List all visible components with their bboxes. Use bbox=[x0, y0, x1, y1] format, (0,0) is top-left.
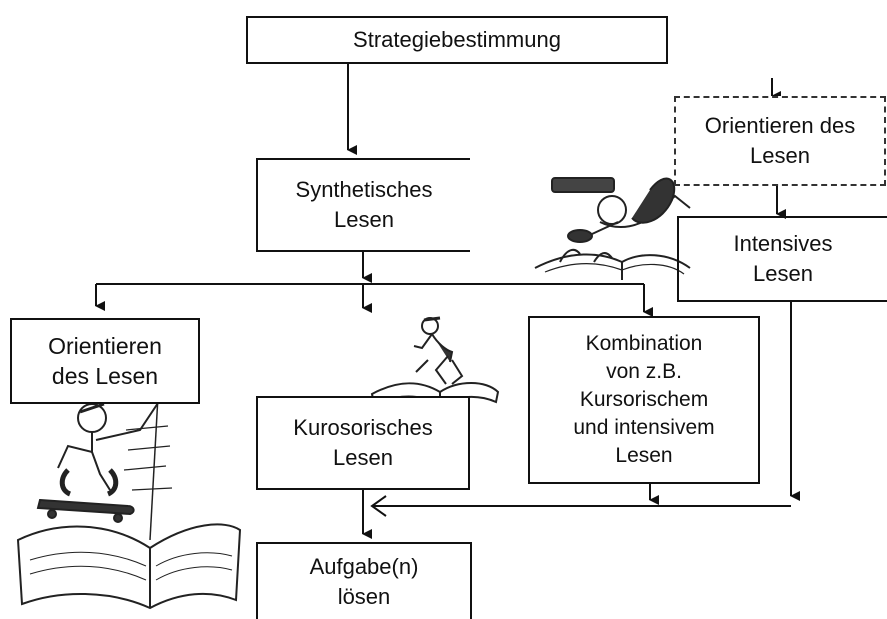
node-synthetic: Synthetisches Lesen bbox=[256, 158, 470, 252]
node-strategy: Strategiebestimmung bbox=[246, 16, 668, 64]
node-orient-left: Orientieren des Lesen bbox=[10, 318, 200, 404]
node-task: Aufgabe(n) lösen bbox=[256, 542, 472, 619]
skateboarder-on-book-illustration bbox=[16, 395, 242, 610]
reader-with-magnifier-illustration bbox=[534, 177, 691, 280]
node-cursory: Kurosorisches Lesen bbox=[256, 396, 470, 490]
node-orient-right: Orientieren des Lesen bbox=[674, 96, 886, 186]
node-combination: Kombination von z.B. Kursorischem und in… bbox=[528, 316, 760, 484]
merge-arrowhead bbox=[370, 495, 387, 517]
node-intensive: Intensives Lesen bbox=[677, 216, 887, 302]
jumping-figure-on-book-illustration bbox=[370, 316, 500, 406]
